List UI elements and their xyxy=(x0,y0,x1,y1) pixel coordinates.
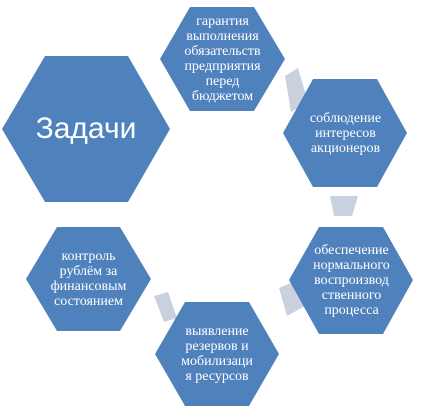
center-title: Задачи xyxy=(35,112,137,145)
hexagon-3-label: обеспечение нормального воспроизвод стве… xyxy=(313,242,390,318)
hexagon-1 xyxy=(160,7,285,111)
connector-4-5 xyxy=(154,292,177,322)
hexagon-4 xyxy=(155,302,279,406)
hexagon-3 xyxy=(289,227,413,334)
hexagon-5-label: контроль рублём за финансовым состоянием xyxy=(50,249,127,309)
center-hexagon xyxy=(2,56,170,202)
hexagon-4-label: выявление резервов и мобилизаци я ресурс… xyxy=(181,324,253,384)
hexagon-2-label: соблюдение интересов акционеров xyxy=(309,110,382,156)
connector-2-3 xyxy=(330,196,358,216)
hexagon-2 xyxy=(283,79,407,187)
hexagon-5 xyxy=(26,227,151,331)
hexagon-1-label: гарантия выполнения обязательств предпри… xyxy=(184,14,261,104)
